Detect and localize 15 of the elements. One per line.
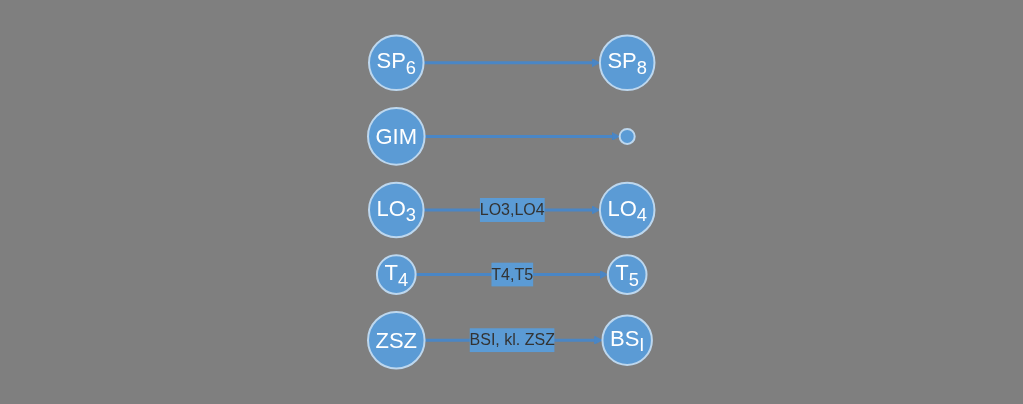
edge-label: T4,T5: [491, 265, 534, 283]
node-circle: SP$_{6}$: [368, 34, 425, 92]
node-circle: [618, 127, 636, 145]
arrow: [424, 132, 621, 141]
node-circle: GIM: [367, 107, 426, 166]
node-circle: LO$_{4}$: [599, 181, 656, 239]
node-circle: BS$_{I}$: [601, 314, 654, 366]
edge-label: LO3,LO4: [480, 200, 545, 218]
node-circle: SP$_{8}$: [599, 34, 656, 92]
node-circle: T$_{5}$: [607, 254, 648, 295]
edge-label: BSI, kl. ZSZ: [469, 331, 556, 349]
node-circle: LO$_{3}$: [368, 181, 425, 239]
node-circle: T$_{4}$: [376, 254, 417, 295]
node-circle: ZSZ: [367, 310, 426, 370]
arrow: [423, 58, 601, 68]
